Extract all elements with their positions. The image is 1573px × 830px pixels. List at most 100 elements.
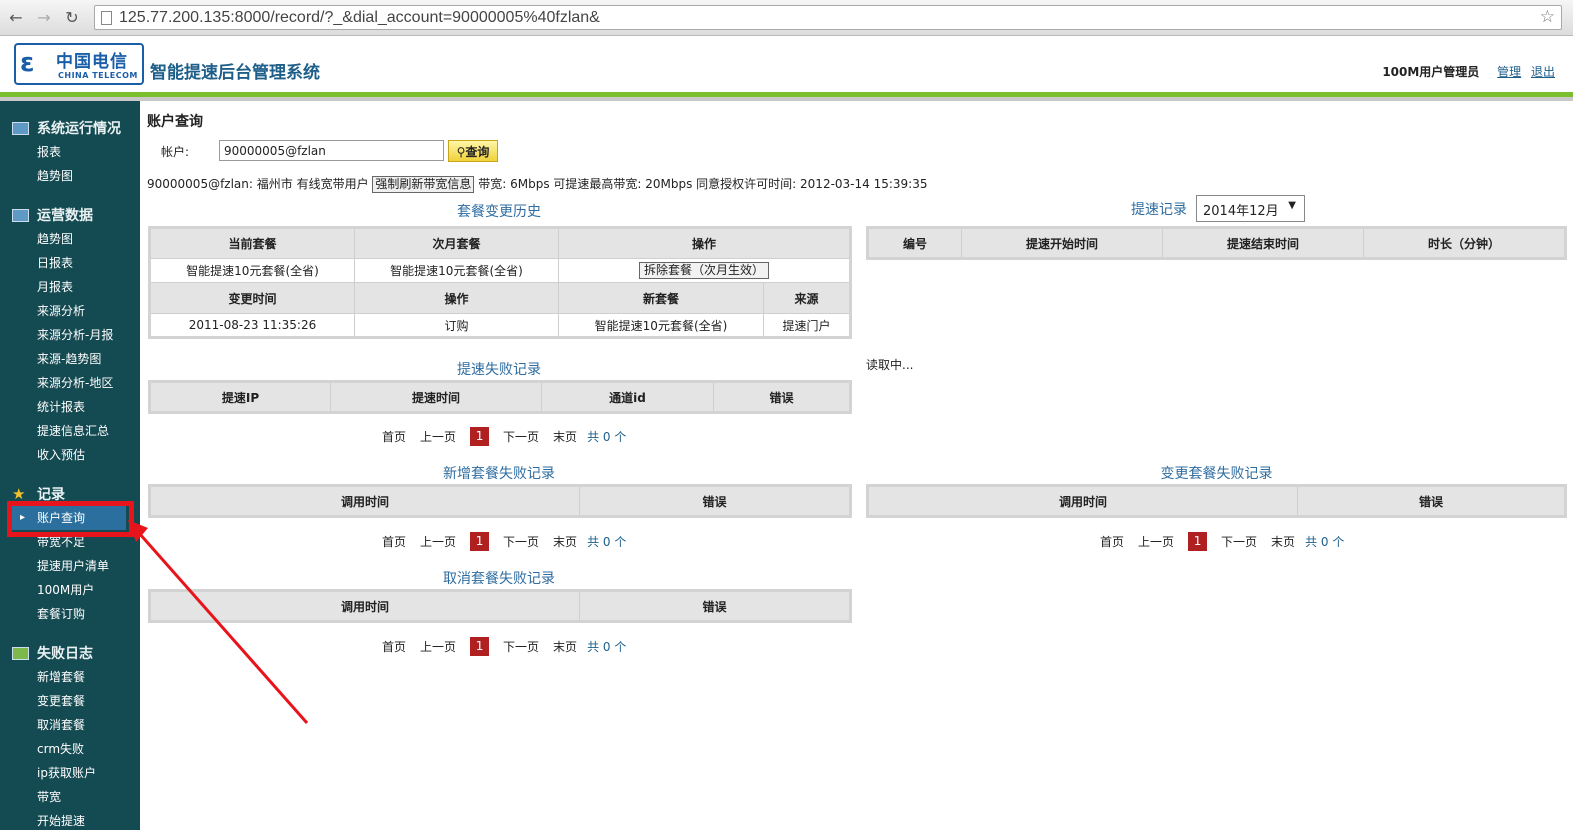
table-cell: 拆除套餐（次月生效） <box>558 258 851 283</box>
month-select[interactable]: 2014年12月 ▼ <box>1196 195 1305 222</box>
pager-first[interactable]: 首页 <box>1100 535 1125 549</box>
cancel-fail-table: 调用时间 错误 <box>148 589 852 623</box>
forward-arrow-icon[interactable]: → <box>37 8 51 27</box>
column-header: 编号 <box>867 227 962 259</box>
china-telecom-logo: ε 中国电信 CHINA TELECOM <box>14 43 144 85</box>
search-icon: ⚲ <box>456 144 466 159</box>
account-info-prefix: 90000005@fzlan: 福州市 有线宽带用户 <box>147 177 369 191</box>
sidebar-item[interactable]: 统计报表 <box>37 400 86 414</box>
new-fail-title: 新增套餐失败记录 <box>443 466 555 482</box>
query-button-label: 查询 <box>465 144 490 159</box>
pager-first[interactable]: 首页 <box>382 640 407 654</box>
table-row: 智能提速10元套餐(全省) 智能提速10元套餐(全省) 拆除套餐（次月生效） <box>149 258 851 283</box>
table-row: 调用时间 错误 <box>149 590 851 622</box>
browser-toolbar: ← → ↻ 125.77.200.135:8000/record/?_&dial… <box>0 0 1573 36</box>
pager-next[interactable]: 下一页 <box>503 535 540 549</box>
remove-package-button[interactable]: 拆除套餐（次月生效） <box>638 262 769 279</box>
column-header: 通道id <box>541 381 714 413</box>
sidebar-item[interactable]: 取消套餐 <box>37 718 86 732</box>
column-header: 调用时间 <box>149 485 580 517</box>
manage-link[interactable]: 管理 <box>1497 65 1522 79</box>
query-button[interactable]: ⚲查询 <box>448 140 498 162</box>
pager-current[interactable]: 1 <box>470 532 490 551</box>
back-arrow-icon[interactable]: ← <box>9 8 23 27</box>
app-title: 智能提速后台管理系统 <box>150 63 320 83</box>
column-header: 操作 <box>558 227 851 259</box>
pager-first[interactable]: 首页 <box>382 535 407 549</box>
pager-next[interactable]: 下一页 <box>503 430 540 444</box>
pager-next[interactable]: 下一页 <box>503 640 540 654</box>
speed-records-title: 提速记录 <box>1131 202 1187 218</box>
logo-text-en: CHINA TELECOM <box>58 71 138 80</box>
sidebar-section-records: ★记录 账户查询 带宽不足 提速用户清单 100M用户 套餐订购 <box>0 482 140 626</box>
table-row: 调用时间 错误 <box>867 485 1566 517</box>
month-select-value: 2014年12月 <box>1203 204 1279 219</box>
table-row: 当前套餐 次月套餐 操作 <box>149 227 851 259</box>
pager-prev[interactable]: 上一页 <box>420 640 457 654</box>
pager-total: 共 0 个 <box>587 535 627 549</box>
sidebar-section-title[interactable]: ★记录 <box>12 485 65 503</box>
column-header: 错误 <box>1297 485 1566 517</box>
pager-last[interactable]: 末页 <box>1271 535 1296 549</box>
sidebar-section-title[interactable]: 系统运行情况 <box>0 116 140 140</box>
sidebar-item[interactable]: 开始提速 <box>37 814 86 828</box>
new-fail-table: 调用时间 错误 <box>148 484 852 518</box>
pager-prev[interactable]: 上一页 <box>1138 535 1175 549</box>
sidebar-item[interactable]: crm失败 <box>37 742 85 756</box>
header-divider-green <box>0 92 1573 97</box>
sidebar-item[interactable]: 趋势图 <box>37 232 74 246</box>
sidebar-item[interactable]: 来源分析 <box>37 304 86 318</box>
account-label: 帐户: <box>161 145 190 159</box>
fail-records-table: 提速IP 提速时间 通道id 错误 <box>148 380 852 414</box>
column-header: 操作 <box>354 282 559 314</box>
address-bar[interactable]: 125.77.200.135:8000/record/?_&dial_accou… <box>94 5 1562 30</box>
reload-icon[interactable]: ↻ <box>65 8 79 27</box>
sidebar-item-account-query[interactable]: 账户查询 <box>12 506 126 530</box>
sidebar-section-title[interactable]: 失败日志 <box>0 641 140 665</box>
sidebar-item[interactable]: 来源分析-月报 <box>37 328 114 342</box>
pager-new-fail: 首页 上一页 1 下一页 末页 共 0 个 <box>382 532 626 551</box>
sidebar-item[interactable]: ip获取账户 <box>37 766 96 780</box>
pager-next[interactable]: 下一页 <box>1221 535 1258 549</box>
pager-prev[interactable]: 上一页 <box>420 535 457 549</box>
sidebar-item[interactable]: 提速信息汇总 <box>37 424 110 438</box>
column-header: 错误 <box>579 590 851 622</box>
account-info-suffix: 带宽: 6Mbps 可提速最高带宽: 20Mbps 同意授权许可时间: 2012… <box>478 177 928 191</box>
column-header: 当前套餐 <box>149 227 355 259</box>
sidebar-section-title[interactable]: 运营数据 <box>0 203 140 227</box>
table-cell: 2011-08-23 11:35:26 <box>149 313 355 338</box>
sidebar-item-report[interactable]: 报表 <box>37 145 62 159</box>
pager-last[interactable]: 末页 <box>553 535 578 549</box>
pager-current[interactable]: 1 <box>470 427 490 446</box>
sidebar-item[interactable]: 变更套餐 <box>37 694 86 708</box>
sidebar-item[interactable]: 提速用户清单 <box>37 559 110 573</box>
bookmark-star-icon[interactable]: ☆ <box>1539 7 1555 27</box>
sidebar-item[interactable]: 100M用户 <box>37 583 95 597</box>
account-input[interactable] <box>219 140 444 161</box>
sidebar-section-system: 系统运行情况 报表 趋势图 <box>0 116 140 188</box>
logout-link[interactable]: 退出 <box>1530 65 1555 79</box>
header-divider-grey <box>0 97 1573 101</box>
sidebar-item[interactable]: 带宽不足 <box>37 535 86 549</box>
sidebar-item-trend[interactable]: 趋势图 <box>37 169 74 183</box>
pager-total: 共 0 个 <box>1305 535 1345 549</box>
pager-current[interactable]: 1 <box>470 637 490 656</box>
pager-last[interactable]: 末页 <box>553 640 578 654</box>
sidebar-item[interactable]: 月报表 <box>37 280 74 294</box>
pager-last[interactable]: 末页 <box>553 430 578 444</box>
history-table: 当前套餐 次月套餐 操作 智能提速10元套餐(全省) 智能提速10元套餐(全省)… <box>148 226 852 339</box>
sidebar-item[interactable]: 收入预估 <box>37 448 86 462</box>
sidebar-item[interactable]: 套餐订购 <box>37 607 86 621</box>
sidebar-item[interactable]: 日报表 <box>37 256 74 270</box>
refresh-bandwidth-button[interactable]: 强制刷新带宽信息 <box>372 176 475 193</box>
sidebar-item[interactable]: 带宽 <box>37 790 62 804</box>
highlight-box <box>7 501 134 537</box>
sidebar-item[interactable]: 新增套餐 <box>37 670 86 684</box>
sidebar-item[interactable]: 来源分析-地区 <box>37 376 114 390</box>
pager-cancel-fail: 首页 上一页 1 下一页 末页 共 0 个 <box>382 637 626 656</box>
sidebar-item[interactable]: 来源-趋势图 <box>37 352 102 366</box>
pager-prev[interactable]: 上一页 <box>420 430 457 444</box>
column-header: 变更时间 <box>149 282 355 314</box>
pager-first[interactable]: 首页 <box>382 430 407 444</box>
pager-current[interactable]: 1 <box>1188 532 1208 551</box>
